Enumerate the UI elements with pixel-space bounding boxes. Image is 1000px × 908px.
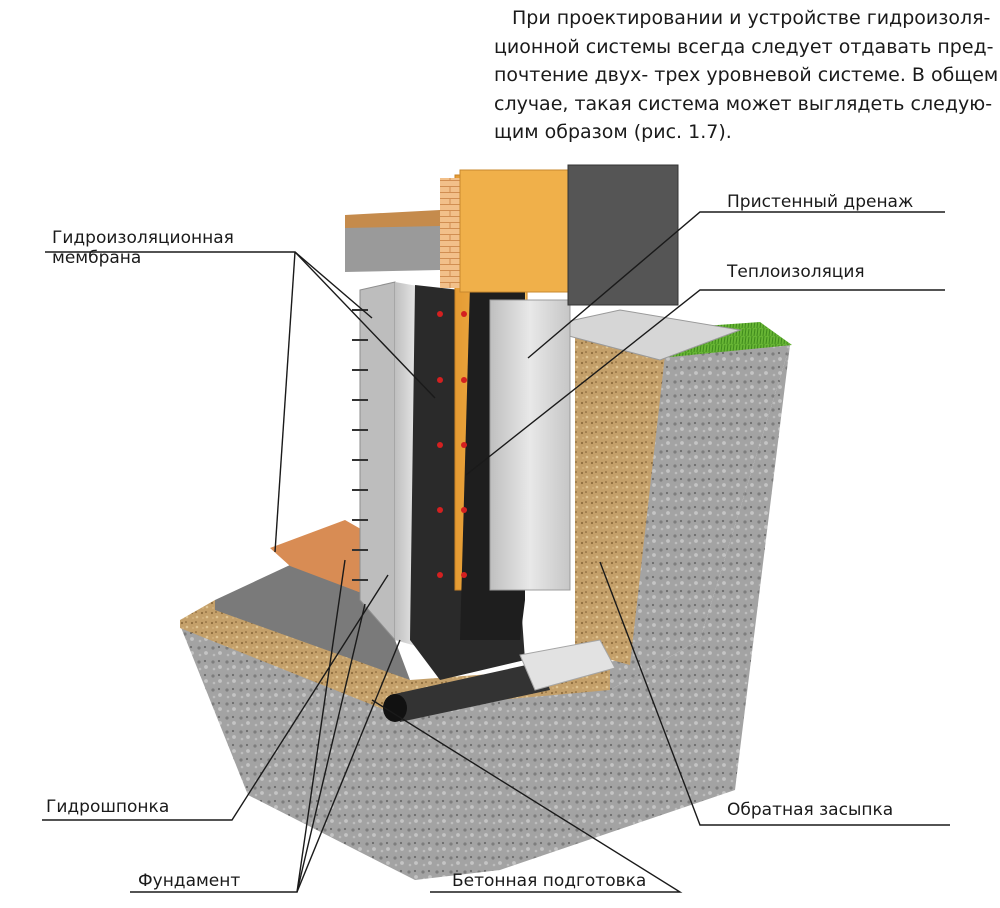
intro-line: почтение двух- трех уровневой системе. В… — [494, 64, 999, 86]
label-waterstop: Гидрошпонка — [46, 797, 170, 817]
label-drainage: Пристенный дренаж — [727, 192, 914, 212]
drainage-pipe-end — [383, 694, 407, 722]
label-backfill: Обратная засыпка — [727, 800, 894, 820]
intro-line: При проектировании и устройстве гидроизо… — [512, 7, 991, 29]
upper-concrete-wall — [489, 299, 571, 591]
intro-line: щим образом (рис. 1.7). — [494, 121, 732, 143]
leader-lines — [42, 211, 950, 893]
label-foundation: Фундамент — [138, 871, 241, 891]
soil-base — [180, 345, 790, 880]
brick-wall — [440, 178, 460, 288]
backfill-shoulder — [519, 639, 616, 691]
anchor-dots — [437, 311, 467, 578]
intro-paragraph: При проектировании и устройстве гидроизо… — [494, 4, 999, 147]
rebar — [352, 309, 368, 581]
drainage-pipe — [390, 662, 550, 722]
upper-foam-block — [459, 169, 573, 293]
intro-line: ционной системы всегда следует отдавать … — [494, 35, 994, 58]
backfill — [565, 330, 665, 665]
label-insulation: Теплоизоляция — [727, 262, 865, 282]
membrane-layer — [410, 285, 525, 680]
intro-line: случае, такая система может выглядеть сл… — [494, 92, 993, 115]
label-membrane-line-2: мембрана — [52, 248, 142, 268]
label-membrane-line-1: Гидроизоляционная — [52, 228, 234, 248]
floor-slab-edge — [345, 226, 440, 272]
soil-block — [180, 330, 790, 705]
dark-tile-panel — [567, 164, 679, 306]
label-membrane: Гидроизоляционная мембрана — [52, 228, 234, 268]
label-concrete-prep: Бетонная подготовка — [452, 871, 647, 891]
